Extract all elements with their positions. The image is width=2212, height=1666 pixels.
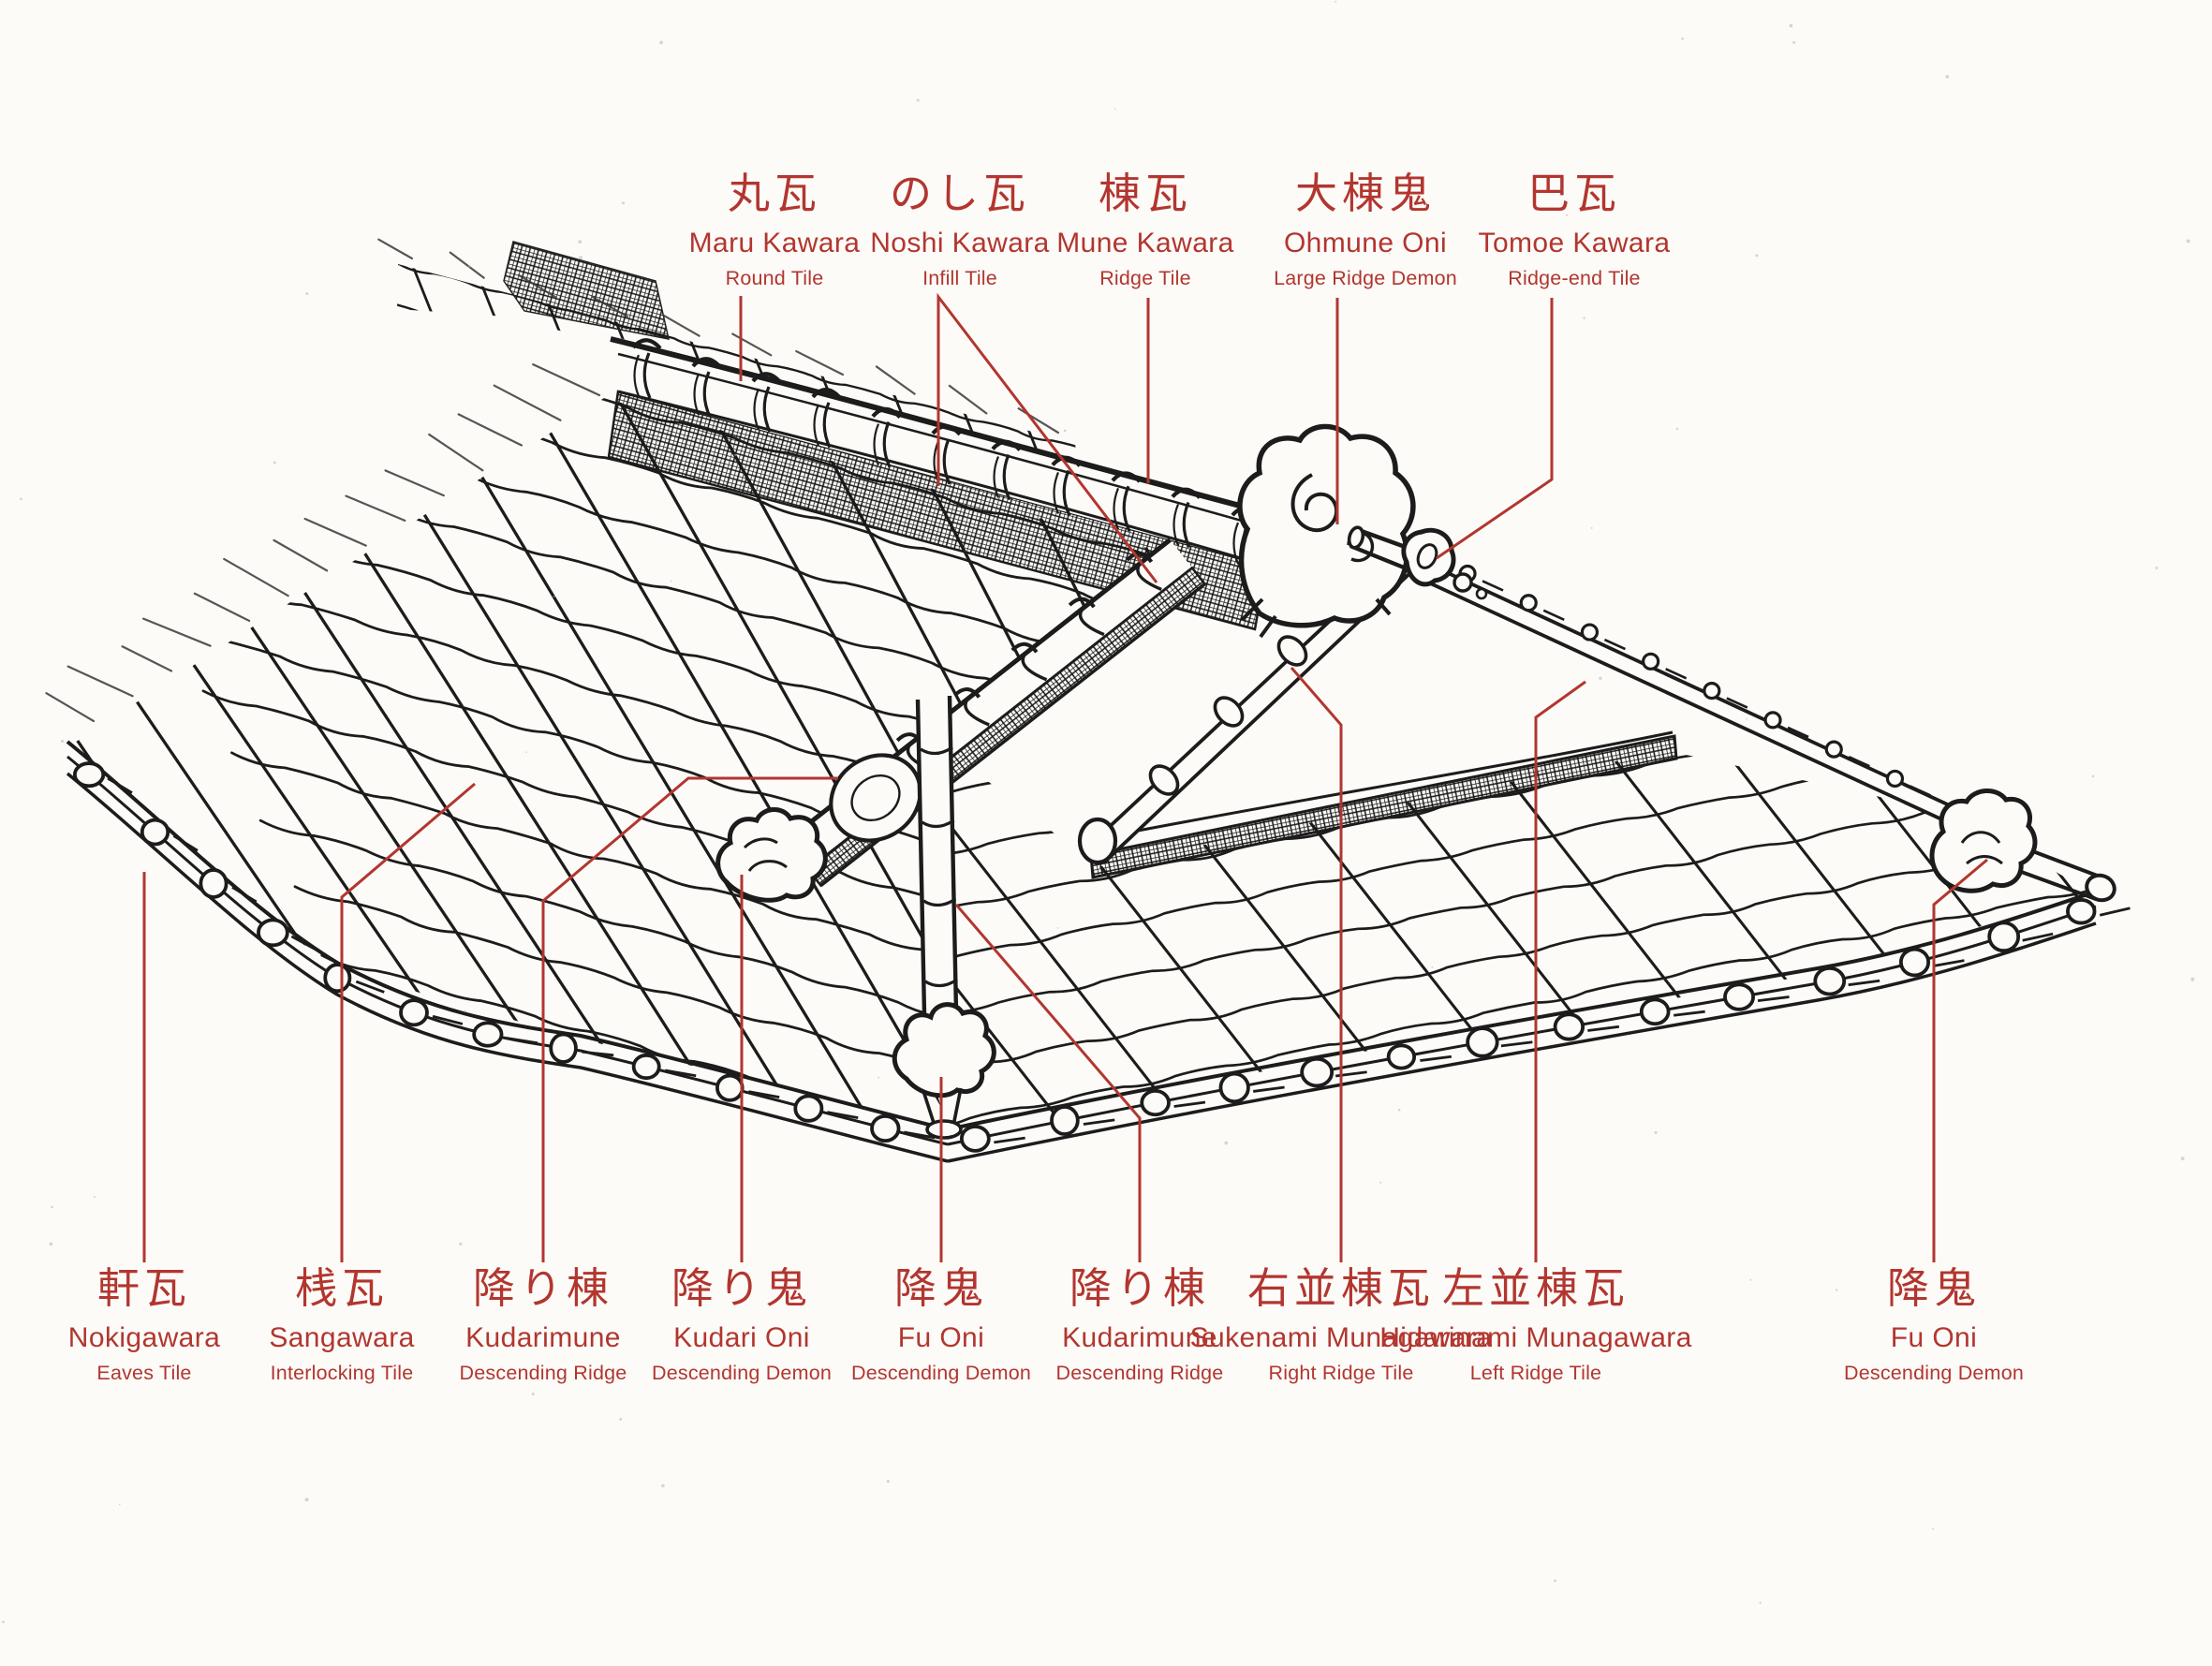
leader-noshi-kawara bbox=[936, 292, 1158, 583]
kudari-oni-cap bbox=[715, 807, 828, 903]
fu-oni-ornament-right bbox=[1929, 789, 2116, 903]
ridge-cutoff-hatch bbox=[503, 241, 670, 340]
leader-tomoe-kawara bbox=[1436, 298, 1554, 560]
tomoe-end-cap bbox=[1347, 525, 1488, 600]
leader-kudarimune-left bbox=[541, 776, 838, 1262]
sketch-fade-strokes bbox=[45, 238, 1060, 723]
ridge-end-round-tile bbox=[829, 753, 922, 843]
left-eave bbox=[66, 740, 949, 1163]
ohmune-oni-demon bbox=[1237, 423, 1416, 639]
leader-hidarinami-munagawara bbox=[1534, 680, 1586, 1262]
leader-sangawara bbox=[340, 782, 476, 1262]
main-ridge bbox=[503, 241, 1276, 631]
fu-oni-ornament-front bbox=[892, 1002, 996, 1098]
front-eave bbox=[947, 890, 2131, 1163]
paper-specks bbox=[2, 0, 2195, 1624]
gable-base-ridge bbox=[1089, 734, 1678, 879]
leader-lines bbox=[142, 292, 1988, 1262]
corner-hip-beam bbox=[892, 695, 996, 1140]
leader-sukenami-munagawara bbox=[1290, 667, 1343, 1262]
leader-fu-oni-right bbox=[1932, 858, 1988, 1262]
gable-left-end-cap bbox=[1077, 817, 1118, 865]
left-descending-ridge bbox=[715, 538, 1207, 903]
leader-kudarimune-center bbox=[954, 904, 1142, 1262]
